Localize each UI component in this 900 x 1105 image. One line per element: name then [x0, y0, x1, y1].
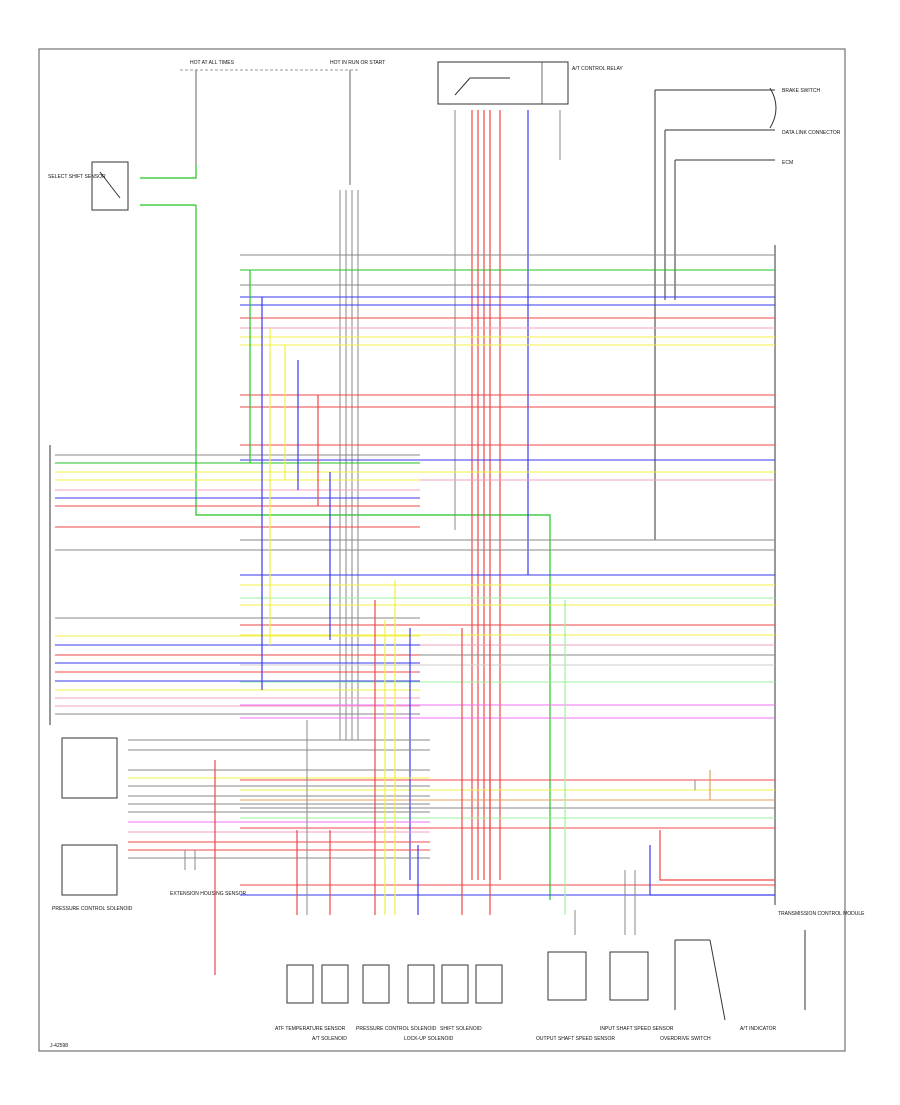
fuse-mid-label: HOT IN RUN OR START — [330, 60, 385, 66]
bottom-label: INPUT SHAFT SPEED SENSOR — [600, 1026, 674, 1032]
component-box — [407, 964, 435, 1004]
footer-code: J-42598 — [50, 1043, 68, 1049]
component-box — [609, 951, 649, 1001]
bottom-label: A/T SOLENOID — [312, 1036, 347, 1042]
fuse-left-block: HOT AT ALL TIMES — [180, 60, 360, 185]
bottom-label: ATF TEMPERATURE SENSOR — [275, 1026, 346, 1032]
component-box — [475, 964, 503, 1004]
wire — [140, 165, 197, 179]
right-top-label-b: DATA LINK CONNECTOR — [782, 130, 841, 136]
bottom-label: SHIFT SOLENOID — [440, 1026, 482, 1032]
bottom-label: OUTPUT SHAFT SPEED SENSOR — [536, 1036, 615, 1042]
fuse-left-label: HOT AT ALL TIMES — [190, 60, 235, 66]
right-top-label-c: ECM — [782, 160, 793, 166]
left-bottom-label2: EXTENSION HOUSING SENSOR — [170, 891, 247, 897]
component-box — [441, 964, 469, 1004]
select-shift-sensor: SELECT SHIFT SENSOR — [48, 161, 129, 211]
tcm-label: TRANSMISSION CONTROL MODULE — [778, 911, 865, 917]
relay-top-label: A/T CONTROL RELAY — [572, 66, 623, 72]
component-box — [286, 964, 314, 1004]
bottom-components — [286, 930, 806, 1021]
select-shift-label: SELECT SHIFT SENSOR — [48, 174, 106, 180]
component-box — [547, 951, 587, 1001]
diagram-frame — [38, 48, 846, 1052]
wire-group — [55, 110, 775, 975]
tcm-connector: TRANSMISSION CONTROL MODULE — [774, 245, 865, 917]
left-bottom-components: PRESSURE CONTROL SOLENOID EXTENSION HOUS… — [52, 737, 247, 912]
left-bottom-label: PRESSURE CONTROL SOLENOID — [52, 906, 133, 912]
bottom-label: A/T INDICATOR — [740, 1026, 777, 1032]
at-control-relay: A/T CONTROL RELAY — [437, 61, 623, 105]
bottom-labels: ATF TEMPERATURE SENSOR A/T SOLENOID PRES… — [275, 1026, 777, 1042]
wire — [659, 830, 775, 881]
right-top-label-a: BRAKE SWITCH — [782, 88, 820, 94]
component-box — [362, 964, 390, 1004]
bottom-label: LOCK-UP SOLENOID — [404, 1036, 454, 1042]
wire — [195, 205, 551, 900]
component-box — [321, 964, 349, 1004]
bottom-label: PRESSURE CONTROL SOLENOID — [356, 1026, 437, 1032]
wire — [649, 845, 775, 896]
bottom-label: OVERDRIVE SWITCH — [660, 1036, 711, 1042]
